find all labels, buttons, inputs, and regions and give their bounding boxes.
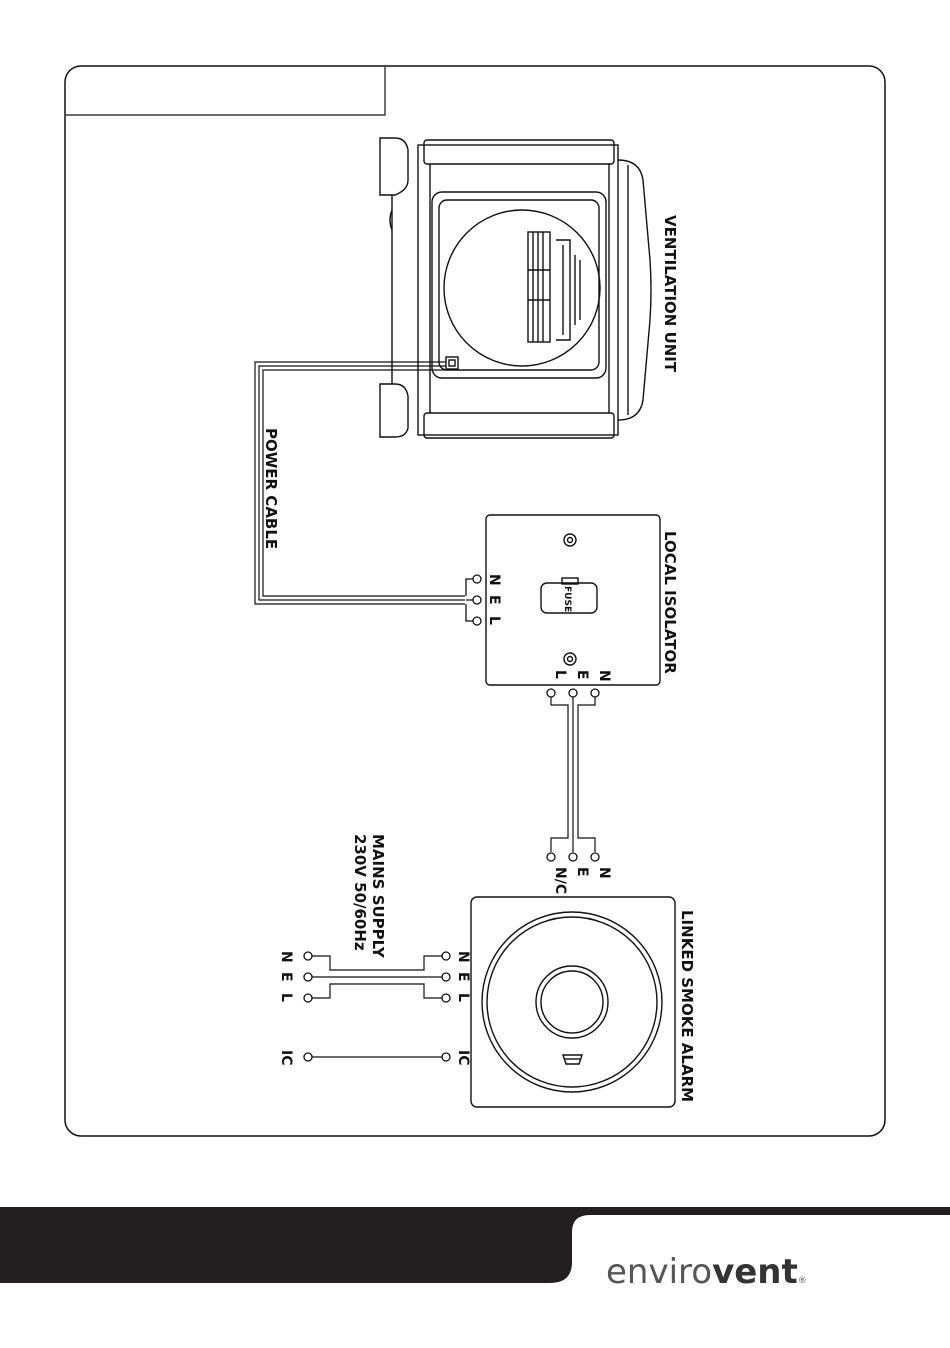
ventilation-unit-label: VENTILATION UNIT xyxy=(661,215,679,373)
isolator-bottom-l: L xyxy=(552,670,568,679)
isolator-terminal-e: E xyxy=(486,595,502,605)
mains-voltage-label: 230V 50/60Hz xyxy=(351,834,369,951)
logo-registered-mark: ® xyxy=(798,1276,807,1286)
svg-text:envirovent®: envirovent® xyxy=(606,1252,807,1292)
alarm-terminal-l: L xyxy=(455,993,471,1002)
power-cable-label: POWER CABLE xyxy=(262,428,280,549)
logo-part-enviro: enviro xyxy=(606,1252,712,1292)
alarm-top-terminals xyxy=(547,853,599,861)
fuse-label: FUSE xyxy=(562,586,572,612)
mains-terminal-n: N xyxy=(278,951,294,963)
mains-terminal-e: E xyxy=(278,972,294,982)
alarm-terminal-n: N xyxy=(455,951,471,963)
ventilation-unit xyxy=(380,138,651,438)
isolator-terminal-n: N xyxy=(486,574,502,586)
isolator-terminal-l: L xyxy=(486,616,502,625)
footer-bar xyxy=(0,1207,950,1283)
title-tab xyxy=(66,67,385,115)
alarm-terminal-ic: IC xyxy=(455,1050,471,1065)
isolator-bottom-n: N xyxy=(596,670,612,682)
alarm-terminal-n-top: N xyxy=(596,867,612,879)
isolator-side-terminals xyxy=(466,575,481,625)
mains-terminal-l: L xyxy=(278,993,294,1002)
local-isolator-label: LOCAL ISOLATOR xyxy=(661,531,679,674)
logo-part-vent: vent xyxy=(712,1252,798,1292)
alarm-terminal-e: E xyxy=(455,972,471,982)
alarm-terminal-nc: N/C xyxy=(552,867,568,894)
power-cable xyxy=(255,362,465,604)
isolator-bottom-terminals xyxy=(547,689,599,697)
alarm-terminal-e-top: E xyxy=(574,867,590,877)
mains-supply-label: MAINS SUPPLY xyxy=(369,834,387,959)
mains-terminal-ic: IC xyxy=(278,1050,294,1065)
smoke-alarm xyxy=(471,897,675,1107)
alarm-side-terminals xyxy=(442,952,450,1061)
smoke-alarm-label: LINKED SMOKE ALARM xyxy=(678,910,696,1102)
envirovent-logo: envirovent® xyxy=(606,1252,807,1292)
mains-terminals xyxy=(304,952,312,1061)
local-isolator xyxy=(486,515,660,685)
link-cable xyxy=(551,697,595,852)
isolator-bottom-e: E xyxy=(574,670,590,680)
mains-wiring xyxy=(312,956,442,1057)
